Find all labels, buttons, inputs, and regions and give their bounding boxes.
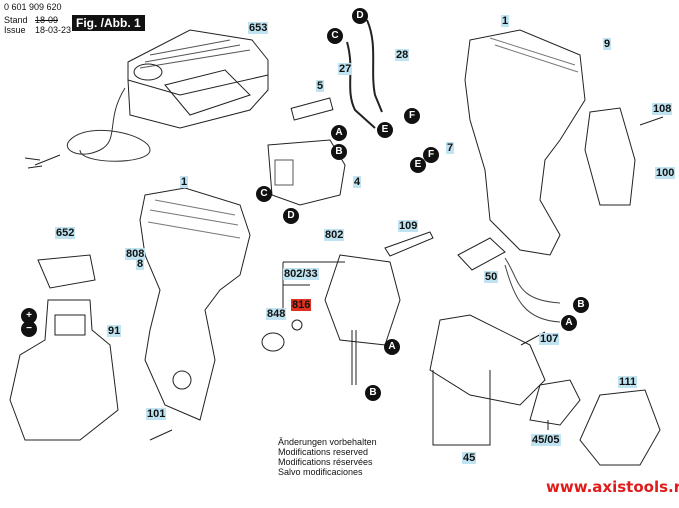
watermark-url: www.axistools.ru	[546, 478, 679, 496]
connector-a-marker-motor: A	[384, 339, 400, 355]
part-label-652: 652	[55, 227, 76, 239]
part-label-28: 28	[395, 49, 410, 61]
part-label-100: 100	[655, 167, 676, 179]
connector-d-marker: D	[352, 8, 368, 24]
part-label-50: 50	[484, 271, 499, 283]
connector-a-marker-switch: A	[331, 125, 347, 141]
battery-plus-terminal-marker: +	[21, 308, 37, 324]
connector-c-marker: C	[327, 28, 343, 44]
stand-label: Stand	[4, 15, 28, 25]
part-label-109: 109	[398, 220, 419, 232]
connector-b-marker-switch: B	[331, 144, 347, 160]
part-label-9: 9	[603, 38, 612, 50]
part-label-7: 7	[446, 142, 455, 154]
part-label-108: 108	[652, 103, 673, 115]
part-label-808: 808	[125, 248, 146, 260]
part-label-802: 802	[324, 229, 345, 241]
connector-c-marker-switch: C	[256, 186, 272, 202]
part-label-4: 4	[353, 176, 362, 188]
part-label-848: 848	[266, 308, 287, 320]
part-label-1-left-housing: 1	[180, 176, 189, 188]
part-label-5: 5	[316, 80, 325, 92]
note-french: Modifications réservées	[278, 457, 373, 467]
document-number: 0 601 909 620	[4, 2, 62, 12]
part-label-27: 27	[338, 63, 353, 75]
part-label-653: 653	[248, 22, 269, 34]
note-english: Modifications reserved	[278, 447, 369, 457]
part-label-816-highlighted: 816	[291, 299, 312, 311]
connector-e-marker: E	[377, 122, 393, 138]
part-label-111: 111	[618, 376, 638, 388]
part-label-802-33: 802/33	[283, 268, 319, 280]
part-label-8: 8	[136, 258, 145, 270]
charger-drawing	[24, 29, 269, 169]
connector-f-marker: F	[404, 108, 420, 124]
part-label-107: 107	[539, 333, 560, 345]
note-spanish: Salvo modificaciones	[278, 467, 363, 477]
stand-value: 18-09	[35, 15, 59, 25]
part-label-45-05: 45/05	[531, 434, 561, 446]
battery-minus-terminal-marker: −	[21, 321, 37, 337]
part-label-91: 91	[107, 325, 122, 337]
connector-b-marker-led: B	[573, 297, 589, 313]
connector-b-marker-motor: B	[365, 385, 381, 401]
part-label-101: 101	[146, 408, 167, 420]
issue-label: Issue	[4, 25, 26, 35]
connector-a-marker-led: A	[561, 315, 577, 331]
connector-f-marker-terminal: F	[423, 147, 439, 163]
connector-d-marker-switch: D	[283, 208, 299, 224]
part-label-45: 45	[462, 452, 477, 464]
housing-left-drawing	[139, 187, 251, 421]
housing-right-drawing	[464, 29, 586, 256]
battery-drawing	[9, 254, 119, 441]
note-german: Änderungen vorbehalten	[278, 437, 377, 447]
issue-value: 18-03-23	[35, 25, 72, 35]
figure-label: Fig. /Abb. 1	[72, 15, 145, 31]
connector-e-marker-terminal: E	[410, 157, 426, 173]
part-label-1-right-housing: 1	[501, 15, 510, 27]
